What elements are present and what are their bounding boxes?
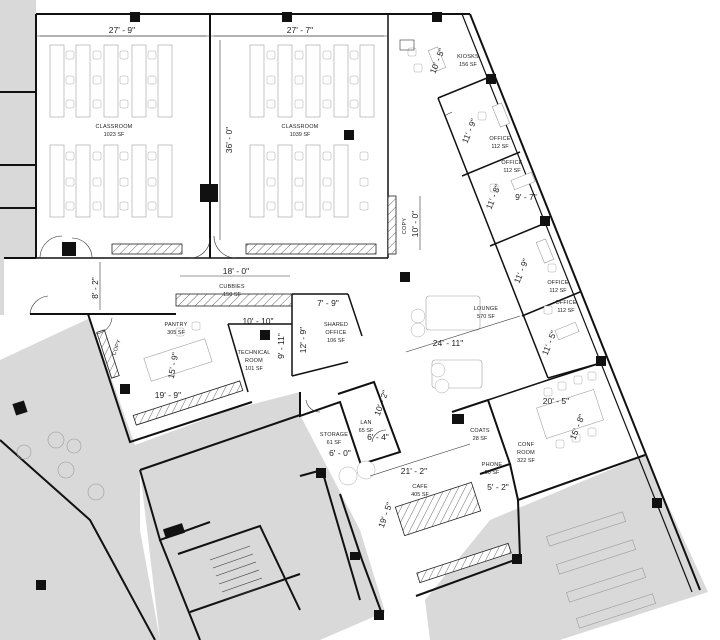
office-3-area: 112 SF: [549, 288, 567, 294]
dim-lan-depth: 10' - 2": [372, 389, 390, 417]
dim-storage-width: 6' - 0": [329, 448, 351, 458]
dim-office-1: 11' - 9": [460, 117, 479, 145]
lan-name: LAN: [360, 420, 371, 426]
office-2-area: 112 SF: [503, 168, 521, 174]
phone-area: 50 SF: [485, 470, 500, 476]
stair-treads: [209, 545, 266, 601]
dim-phone-width: 5' - 2": [487, 482, 509, 492]
columns: [12, 12, 662, 620]
se-tenant-furniture: [546, 511, 656, 629]
storage-area: 61 SF: [327, 440, 342, 446]
shared-office-line1: SHARED: [324, 322, 348, 328]
lounge-name: LOUNGE: [474, 306, 499, 312]
office-1-name: OFFICE: [489, 136, 510, 142]
dim-lounge-width: 24' - 11": [433, 338, 463, 348]
dim-pantry-width: 19' - 9": [155, 390, 181, 400]
office-2-name: OFFICE: [501, 160, 522, 166]
cubbies-area: 150 SF: [223, 292, 241, 298]
technical-room-area: 101 SF: [245, 366, 263, 372]
classroom-1-area: 1023 SF: [104, 132, 125, 138]
office-4-area: 112 SF: [557, 308, 575, 314]
east-offices: [407, 46, 605, 379]
copy-label: COPY: [402, 218, 408, 235]
sw-tenant-furniture: [16, 431, 105, 501]
dim-office-2-width: 9' - 7": [515, 192, 537, 202]
dim-conf-width: 20' - 5": [543, 396, 569, 406]
classroom-2-area: 1039 SF: [290, 132, 311, 138]
shared-office-area: 106 SF: [327, 338, 345, 344]
southeast-tenant-area: [425, 455, 708, 640]
classroom-2-furniture: [249, 44, 375, 218]
office-4-name: OFFICE: [555, 300, 576, 306]
dim-cafe-depth: 19' - 5": [376, 501, 394, 529]
dim-shared-office-depth: 12' - 9": [298, 327, 308, 353]
southwest-tenant-area: [0, 318, 300, 640]
technical-room-line1: TECHNICAL: [238, 350, 271, 356]
kiosks-area: 156 SF: [459, 62, 477, 68]
dim-shared-office-width: 7' - 9": [317, 298, 339, 308]
dim-office-4: 11' - 5": [540, 329, 559, 357]
dim-office-2: 11' - 8": [484, 183, 503, 211]
pantry-copy-label: COPY: [111, 339, 122, 357]
pantry-area: 305 SF: [167, 330, 185, 336]
conf-room-line2: ROOM: [517, 450, 535, 456]
conf-room-area: 322 SF: [517, 458, 535, 464]
left-outside-area: [0, 0, 36, 315]
dim-cubbies-depth: 8' - 2": [90, 277, 100, 299]
conf-room-line1: CONF: [518, 442, 535, 448]
office-3-name: OFFICE: [547, 280, 568, 286]
dim-classroom-1-width: 27' - 9": [109, 25, 135, 35]
classroom-2-name: CLASSROOM: [282, 124, 319, 130]
lounge-furniture: [399, 39, 483, 394]
conf-room-furniture: [509, 371, 646, 501]
phone-name: PHONE: [482, 462, 503, 468]
dim-lan-width: 6' - 4": [367, 432, 389, 442]
dim-classroom-depth: 36' - 0": [224, 127, 234, 153]
core-walls: [0, 414, 656, 640]
dim-pantry-depth: 15' - 9": [166, 352, 180, 380]
dim-technical-width: 10' - 10": [242, 316, 273, 326]
kiosks-name: KIOSKS: [457, 54, 479, 60]
dim-technical-depth: 9' - 11": [276, 333, 286, 359]
dimension-lines: [40, 35, 521, 477]
dim-copy: 10' - 0": [410, 211, 420, 237]
room-labels: CLASSROOM 1023 SF CLASSROOM 1039 SF KIOS…: [96, 54, 577, 498]
cafe-area: 405 SF: [411, 492, 429, 498]
classroom-1-furniture: [49, 44, 173, 218]
office-1-area: 112 SF: [491, 144, 509, 150]
storage-name: STORAGE: [320, 432, 348, 438]
dim-classroom-2-width: 27' - 7": [287, 25, 313, 35]
dim-office-3: 11' - 9": [512, 257, 531, 285]
central-walls: [29, 293, 363, 444]
cafe-name: CAFE: [412, 484, 428, 490]
coats-name: COATS: [470, 428, 490, 434]
lan-area: 65 SF: [359, 428, 374, 434]
coats-area: 28 SF: [473, 436, 488, 442]
cubbies-name: CUBBIES: [219, 284, 245, 290]
dim-cafe-width: 21' - 2": [401, 466, 427, 476]
classroom-1-name: CLASSROOM: [96, 124, 133, 130]
shared-office-line2: OFFICE: [325, 330, 346, 336]
lounge-area: 570 SF: [477, 314, 495, 320]
dim-cubbies-width: 18' - 0": [223, 266, 249, 276]
pantry-name: PANTRY: [164, 322, 187, 328]
technical-room-line2: ROOM: [245, 358, 263, 364]
